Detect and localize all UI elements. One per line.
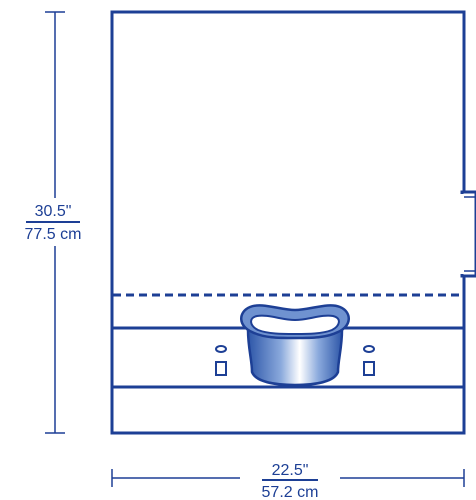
width-metric-label: 57.2 cm [262,484,319,500]
height-dimension: 30.5" 77.5 cm [20,11,90,434]
width-dimension: 22.5" 57.2 cm [111,458,465,500]
drape [110,10,476,435]
height-imperial-label: 30.5" [35,203,72,220]
fenestration-pouch [246,328,344,387]
right-square-marker [363,361,375,376]
left-oval-marker [215,345,227,353]
fenestration [240,304,350,387]
fenestration-opening [250,314,340,335]
side-tab [460,190,476,278]
right-oval-marker [363,345,375,353]
left-square-marker [215,361,227,376]
height-metric-label: 77.5 cm [25,226,82,243]
width-imperial-label: 22.5" [272,462,309,479]
